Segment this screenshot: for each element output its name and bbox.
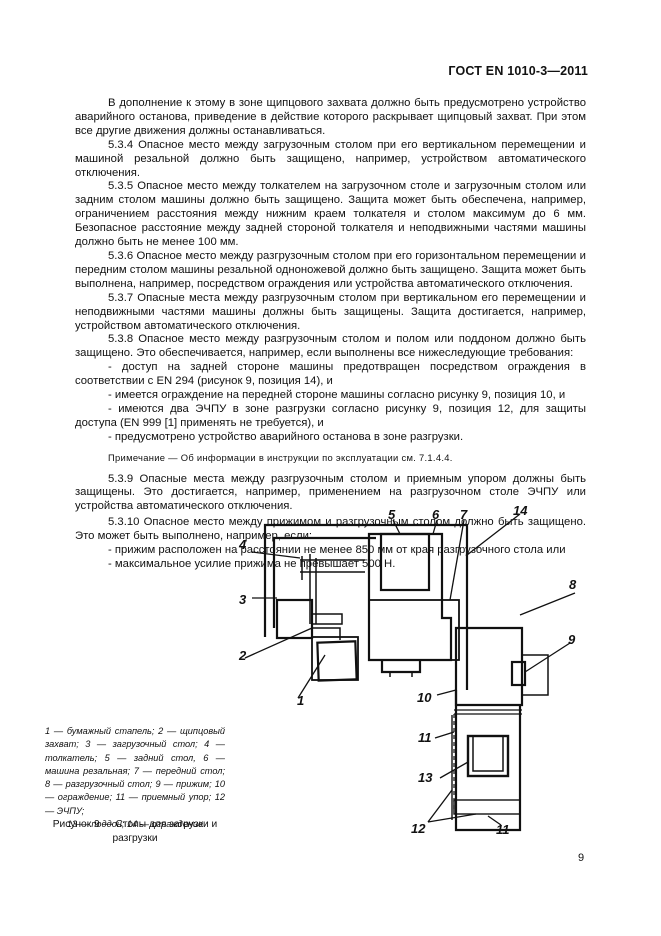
list-item: - имеются два ЭЧПУ в зоне разгрузки согл… <box>75 402 586 429</box>
unloading-table-8 <box>454 626 524 707</box>
figure-label: 2 <box>238 648 247 663</box>
list-item: - предусмотрено устройство аварийного ос… <box>108 430 464 443</box>
list-item: - имеется ограждение на передней стороне… <box>108 389 566 402</box>
guard-14 <box>263 523 469 690</box>
figure-9-diagram: 4 3 2 1 5 6 7 14 8 9 10 11 13 12 11 <box>238 503 577 837</box>
note: Примечание — Об информации в инструкции … <box>108 451 453 463</box>
figure-label: 12 <box>411 821 426 836</box>
legend-text-last: 13 — поддон; 14 — ограждение <box>66 819 204 830</box>
figure-label: 13 <box>418 770 433 785</box>
body-text: В дополнение к этому в зоне щипцового за… <box>75 97 586 572</box>
figure-label: 9 <box>568 632 576 647</box>
paragraph: 5.3.6 Опасное место между разгрузочным с… <box>75 249 586 290</box>
figure-label: 7 <box>460 507 468 522</box>
machine-base <box>380 660 422 674</box>
pallet-13 <box>466 734 510 778</box>
receiving-stop-11 <box>454 709 522 715</box>
rear-table-5 <box>379 532 431 592</box>
list-item: - максимальное усилие прижима не превыша… <box>108 558 396 570</box>
clamp-9 <box>510 660 527 687</box>
paragraph: 5.3.8 Опасное место между разгрузочным с… <box>75 333 586 360</box>
paragraph: В дополнение к этому в зоне щипцового за… <box>75 97 586 137</box>
front-table-7 <box>368 599 460 661</box>
loading-table-3 <box>275 598 314 640</box>
paragraph: 5.3.7 Опасные места между разгрузочным с… <box>75 291 586 332</box>
gripper-2 <box>312 627 341 640</box>
figure-caption: Рисунок 9 — Столы для загрузки и разгруз… <box>52 819 218 844</box>
list-item: - доступ на задней стороне машины предот… <box>75 361 586 388</box>
paragraph: 5.3.9 Опасные места между разгрузочным с… <box>75 472 586 513</box>
figure-label: 11 <box>496 822 510 837</box>
guard-10 <box>454 690 522 832</box>
document-header: ГОСТ EN 1010-3—2011 <box>448 64 588 78</box>
page-number: 9 <box>578 852 585 864</box>
figure-label: 11 <box>418 730 432 745</box>
list-item: - прижим расположен на расстоянии не мен… <box>108 544 566 557</box>
figure-label: 10 <box>417 690 432 705</box>
figure-label: 5 <box>388 507 396 522</box>
paragraph: 5.3.4 Опасное место между загрузочным ст… <box>75 138 586 179</box>
legend-text: 1 — бумажный стапель; 2 — щипцовый захва… <box>45 726 225 816</box>
figure-label: 3 <box>239 592 247 607</box>
figure-legend: 1 — бумажный стапель; 2 — щипцовый захва… <box>45 725 225 831</box>
figure-label: 6 <box>432 507 440 522</box>
figure-label: 4 <box>238 537 247 552</box>
pusher-4 <box>300 554 365 624</box>
figure-label: 1 <box>297 693 304 708</box>
paragraph: 5.3.5 Опасное место между толкателем на … <box>75 180 586 249</box>
figure-label: 14 <box>513 503 528 518</box>
figure-label: 8 <box>569 577 577 592</box>
